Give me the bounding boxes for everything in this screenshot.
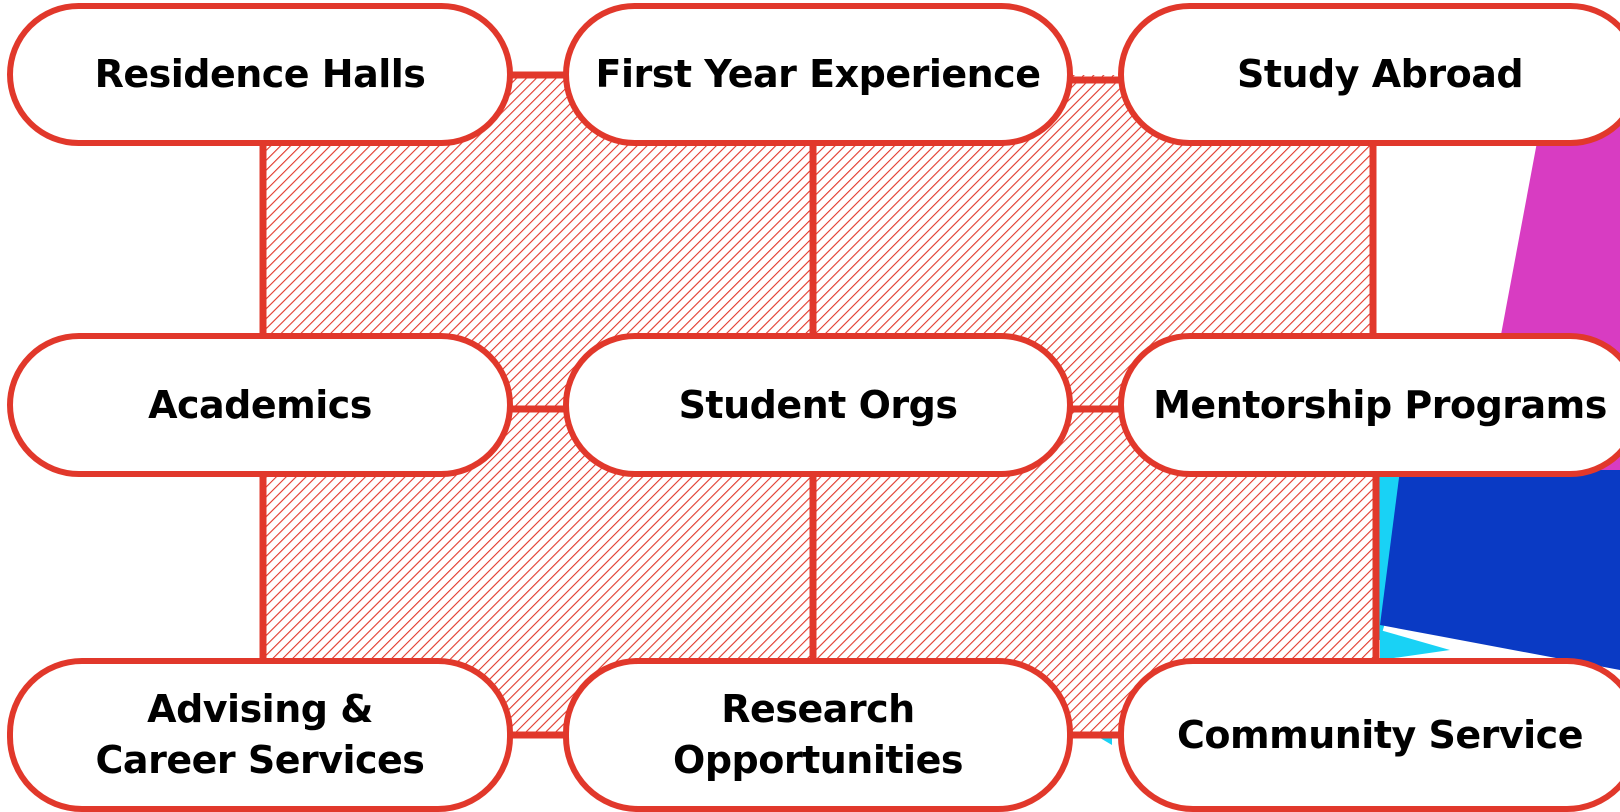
- decorative-magenta-shape: [1500, 110, 1620, 360]
- node-academics: Academics: [7, 333, 513, 477]
- node-advising-career-services: Advising & Career Services: [7, 658, 513, 812]
- node-label: Residence Halls: [94, 52, 426, 97]
- node-community-service: Community Service: [1118, 658, 1620, 812]
- decorative-blue-shape: [1380, 470, 1620, 670]
- node-label: First Year Experience: [595, 52, 1041, 97]
- node-label: Student Orgs: [678, 382, 958, 427]
- node-label: Research Opportunities: [673, 684, 963, 786]
- node-label: Mentorship Programs: [1153, 382, 1607, 427]
- decorative-cyan-shape-bottom: [1380, 630, 1450, 660]
- node-label: Community Service: [1177, 712, 1583, 757]
- node-label: Advising & Career Services: [96, 684, 425, 786]
- node-research-opportunities: Research Opportunities: [563, 658, 1073, 812]
- node-mentorship-programs: Mentorship Programs: [1118, 333, 1620, 477]
- node-study-abroad: Study Abroad: [1118, 3, 1620, 146]
- node-residence-halls: Residence Halls: [7, 3, 513, 146]
- node-student-orgs: Student Orgs: [563, 333, 1073, 477]
- node-label-line-1: Research: [721, 687, 915, 732]
- node-label-line-2: Career Services: [95, 738, 425, 782]
- node-label: Study Abroad: [1236, 52, 1524, 97]
- node-first-year-experience: First Year Experience: [563, 3, 1073, 146]
- node-label-line-1: Advising &: [147, 687, 373, 732]
- node-label-line-2: Opportunities: [673, 738, 963, 782]
- node-label: Academics: [148, 382, 372, 427]
